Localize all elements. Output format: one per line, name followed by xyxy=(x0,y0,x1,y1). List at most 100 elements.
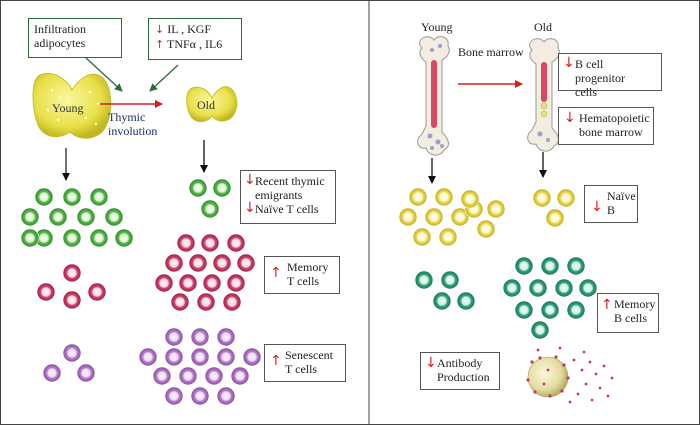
senescent-t-cell-old xyxy=(138,347,158,367)
naive-t-cell-young xyxy=(48,207,68,227)
memory-b-line2: B cells xyxy=(614,311,647,325)
memory-b-line1: Memory xyxy=(614,297,656,311)
infiltration-line2: adipocytes xyxy=(34,36,86,50)
memory-t-cell-old xyxy=(178,273,198,293)
memory-b-cell-old xyxy=(502,278,522,298)
naive-t-cell-old xyxy=(212,178,232,198)
memory-b-cell-old xyxy=(566,256,586,276)
senescent-t-cell-old xyxy=(178,366,198,386)
naive-b-cell-young xyxy=(434,187,454,207)
rte-line3: Naïve T cells xyxy=(255,202,319,216)
naive-t-cell-young xyxy=(62,187,82,207)
down-arrow-icon: ↓ xyxy=(244,200,256,216)
up-arrow-icon: ↑ xyxy=(155,38,165,51)
naive-b-cell-young xyxy=(424,207,444,227)
memory-t-cells-box: ↑ Memory T cells xyxy=(264,256,340,294)
naive-t-cell-young xyxy=(89,187,109,207)
memory-t-cell-old xyxy=(196,292,216,312)
factors-line1: IL , KGF xyxy=(167,22,212,36)
naive-b-line1: Naïve xyxy=(607,189,636,203)
memory-t-cell-young xyxy=(62,263,82,283)
antibody-line2: Production xyxy=(437,370,490,384)
memory-b-cell-old xyxy=(514,300,534,320)
infiltration-arrow xyxy=(85,57,123,92)
involution-line1: Thymic xyxy=(108,110,146,124)
down-arrow-icon: ↓ xyxy=(563,55,575,71)
memory-t-cell-young xyxy=(62,290,82,310)
old-bone-icon xyxy=(527,38,560,152)
factors-arrow xyxy=(149,64,179,92)
naive-b-line2: B xyxy=(607,203,616,217)
senescent-t-cell-old xyxy=(190,386,210,406)
young-bone-label: Young xyxy=(421,20,453,34)
senescent-t-cell-young xyxy=(76,363,96,383)
hematopoietic-marrow-box: ↓ Hematopoietic bone marrow xyxy=(558,107,654,145)
naive-t-cell-young xyxy=(114,228,134,248)
down-arrow-icon: ↓ xyxy=(155,23,165,36)
memory-b-cell-old xyxy=(566,300,586,320)
naive-b-cell-old xyxy=(545,208,565,228)
naive-b-cell-young xyxy=(398,207,418,227)
senescent-t-cell-old xyxy=(190,327,210,347)
senescent-t-cell-old xyxy=(152,366,172,386)
factors-box: ↓ IL , KGF ↑ TNFα , IL6 xyxy=(148,18,242,60)
memory-b-cell-young xyxy=(414,270,434,290)
memory-b-cell-young xyxy=(456,291,476,311)
old-bone-label: Old xyxy=(534,20,552,34)
senescent-t-cell-young xyxy=(42,363,62,383)
memory-t-cell-young xyxy=(87,282,107,302)
memory-b-cell-old xyxy=(540,300,560,320)
senescent-line1: Senescent xyxy=(285,348,333,362)
naive-t-cell-young xyxy=(20,207,40,227)
memory-b-cell-old xyxy=(530,320,550,340)
naive-b-cell-old xyxy=(532,188,552,208)
memory-t-cell-young xyxy=(36,282,56,302)
naive-b-cell-young xyxy=(476,219,496,239)
senescent-t-cell-old xyxy=(230,366,250,386)
up-arrow-icon: ↑ xyxy=(601,297,613,313)
memory-b-cell-old xyxy=(554,278,574,298)
recent-thymic-emigrants-box: ↓ ↓ Recent thymic emigrants Naïve T cell… xyxy=(240,170,336,224)
young-thymus-label: Young xyxy=(52,101,84,115)
up-arrow-icon: ↑ xyxy=(270,265,282,281)
old-thymus-label: Old xyxy=(197,98,215,112)
senescent-t-cell-old xyxy=(216,386,236,406)
young-thymus-icon xyxy=(32,73,112,139)
naive-b-cell-old xyxy=(556,188,576,208)
memory-t-cell-old xyxy=(188,253,208,273)
memory-t-cell-old xyxy=(176,233,196,253)
naive-t-cell-young xyxy=(34,187,54,207)
memory-b-cell-young xyxy=(440,270,460,290)
down-arrow-icon: ↓ xyxy=(564,110,576,126)
senescent-t-cell-old xyxy=(216,347,236,367)
naive-t-cell-young xyxy=(20,228,40,248)
senescent-line2: T cells xyxy=(285,362,318,376)
naive-t-cell-young xyxy=(62,228,82,248)
memory-b-cell-old xyxy=(540,256,560,276)
thymic-involution-label: Thymic involution xyxy=(108,110,157,138)
memory-b-cell-old xyxy=(514,256,534,276)
rte-line2: emigrants xyxy=(255,188,303,202)
senescent-t-cell-old xyxy=(164,327,184,347)
naive-t-cell-old xyxy=(188,178,208,198)
naive-b-cell-young xyxy=(460,189,480,209)
senescent-t-cell-old xyxy=(242,347,262,367)
senescent-t-cell-old xyxy=(190,347,210,367)
naive-t-cell-old xyxy=(200,199,220,219)
infiltration-adipocytes-box: Infiltration adipocytes xyxy=(28,18,122,58)
down-arrow-icon: ↓ xyxy=(591,199,603,215)
memory-t-cell-old xyxy=(164,253,184,273)
memory-t-cell-old xyxy=(212,253,232,273)
down-arrow-icon: ↓ xyxy=(425,355,437,371)
naive-b-cell-young xyxy=(486,199,506,219)
b-cell-progenitor-box: ↓ B cell progenitor cells xyxy=(558,53,662,99)
progenitor-line2: cells xyxy=(575,85,597,99)
cell-populations xyxy=(20,178,598,406)
memory-b-cell-young xyxy=(432,291,452,311)
naive-t-cell-young xyxy=(89,228,109,248)
memory-t-cell-old xyxy=(154,273,174,293)
senescent-t-cell-young xyxy=(62,343,82,363)
memory-t-cell-old xyxy=(200,233,220,253)
memory-b-cell-old xyxy=(578,278,598,298)
